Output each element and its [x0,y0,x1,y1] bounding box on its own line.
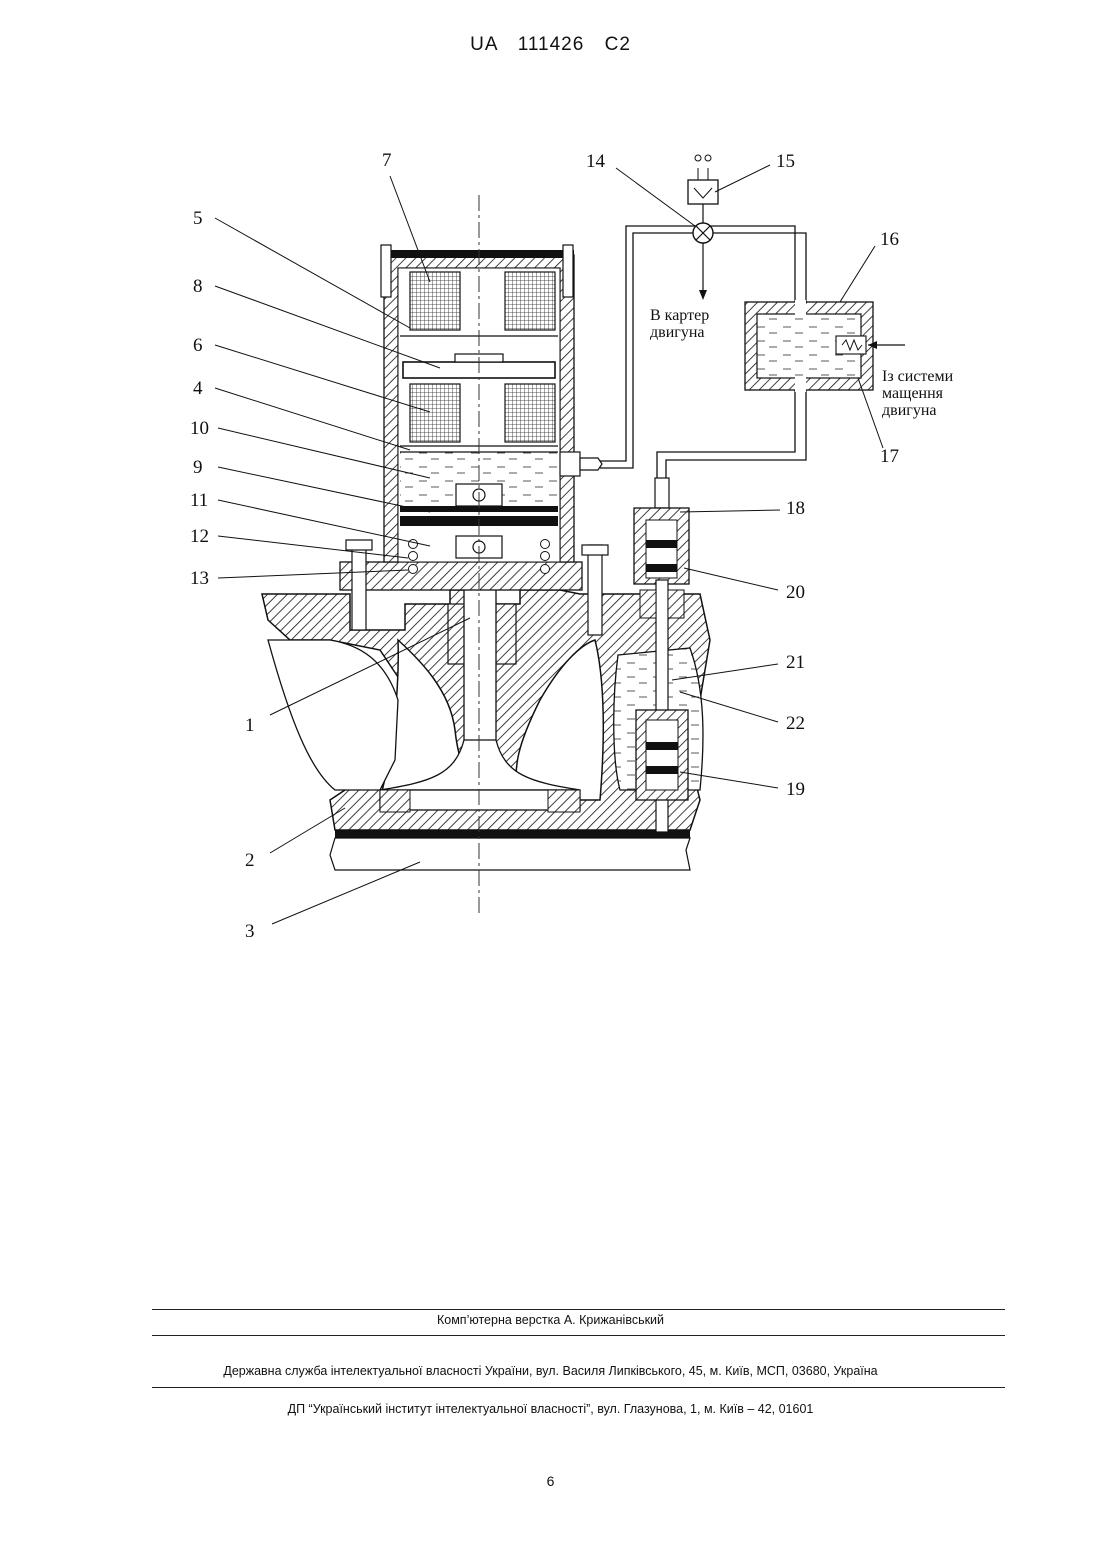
caption-lube-2: мащення [882,385,944,402]
footer-layout-credit: Комп’ютерна верстка А. Крижанівський [0,1313,1101,1327]
label-9: 9 [193,457,203,478]
page-number: 6 [0,1473,1101,1489]
label-19: 19 [786,779,805,800]
label-13: 13 [190,568,209,589]
label-15: 15 [776,151,795,172]
label-18: 18 [786,498,805,519]
label-16: 16 [880,229,899,250]
label-5: 5 [193,208,203,229]
label-7: 7 [382,150,392,171]
footer-institute-address: ДП “Український інститут інтелектуальної… [0,1402,1101,1416]
label-4: 4 [193,378,203,399]
valve-actuator-drawing: 5 7 8 6 4 10 9 11 12 13 1 2 3 14 15 16 1… [0,0,1101,1000]
label-6: 6 [193,335,203,356]
label-20: 20 [786,582,805,603]
hydraulic-lines [600,155,905,478]
footer-service-address: Державна служба інтелектуальної власност… [0,1364,1101,1378]
label-10: 10 [190,418,209,439]
label-17: 17 [880,446,899,467]
label-2: 2 [245,850,255,871]
label-3: 3 [245,921,255,942]
label-21: 21 [786,652,805,673]
footer-rule-2 [152,1335,1005,1336]
caption-crankcase-1: В картер [650,307,709,324]
caption-lube-1: Із системи [882,368,954,385]
footer-rule-3 [152,1387,1005,1388]
footer-rule-1 [152,1309,1005,1310]
label-14: 14 [586,151,606,172]
actuator-housing [340,245,608,635]
label-11: 11 [190,490,208,511]
label-8: 8 [193,276,203,297]
label-22: 22 [786,713,805,734]
caption-crankcase-2: двигуна [650,324,704,341]
label-12: 12 [190,526,209,547]
caption-lube-3: двигуна [882,402,936,419]
label-1: 1 [245,715,255,736]
